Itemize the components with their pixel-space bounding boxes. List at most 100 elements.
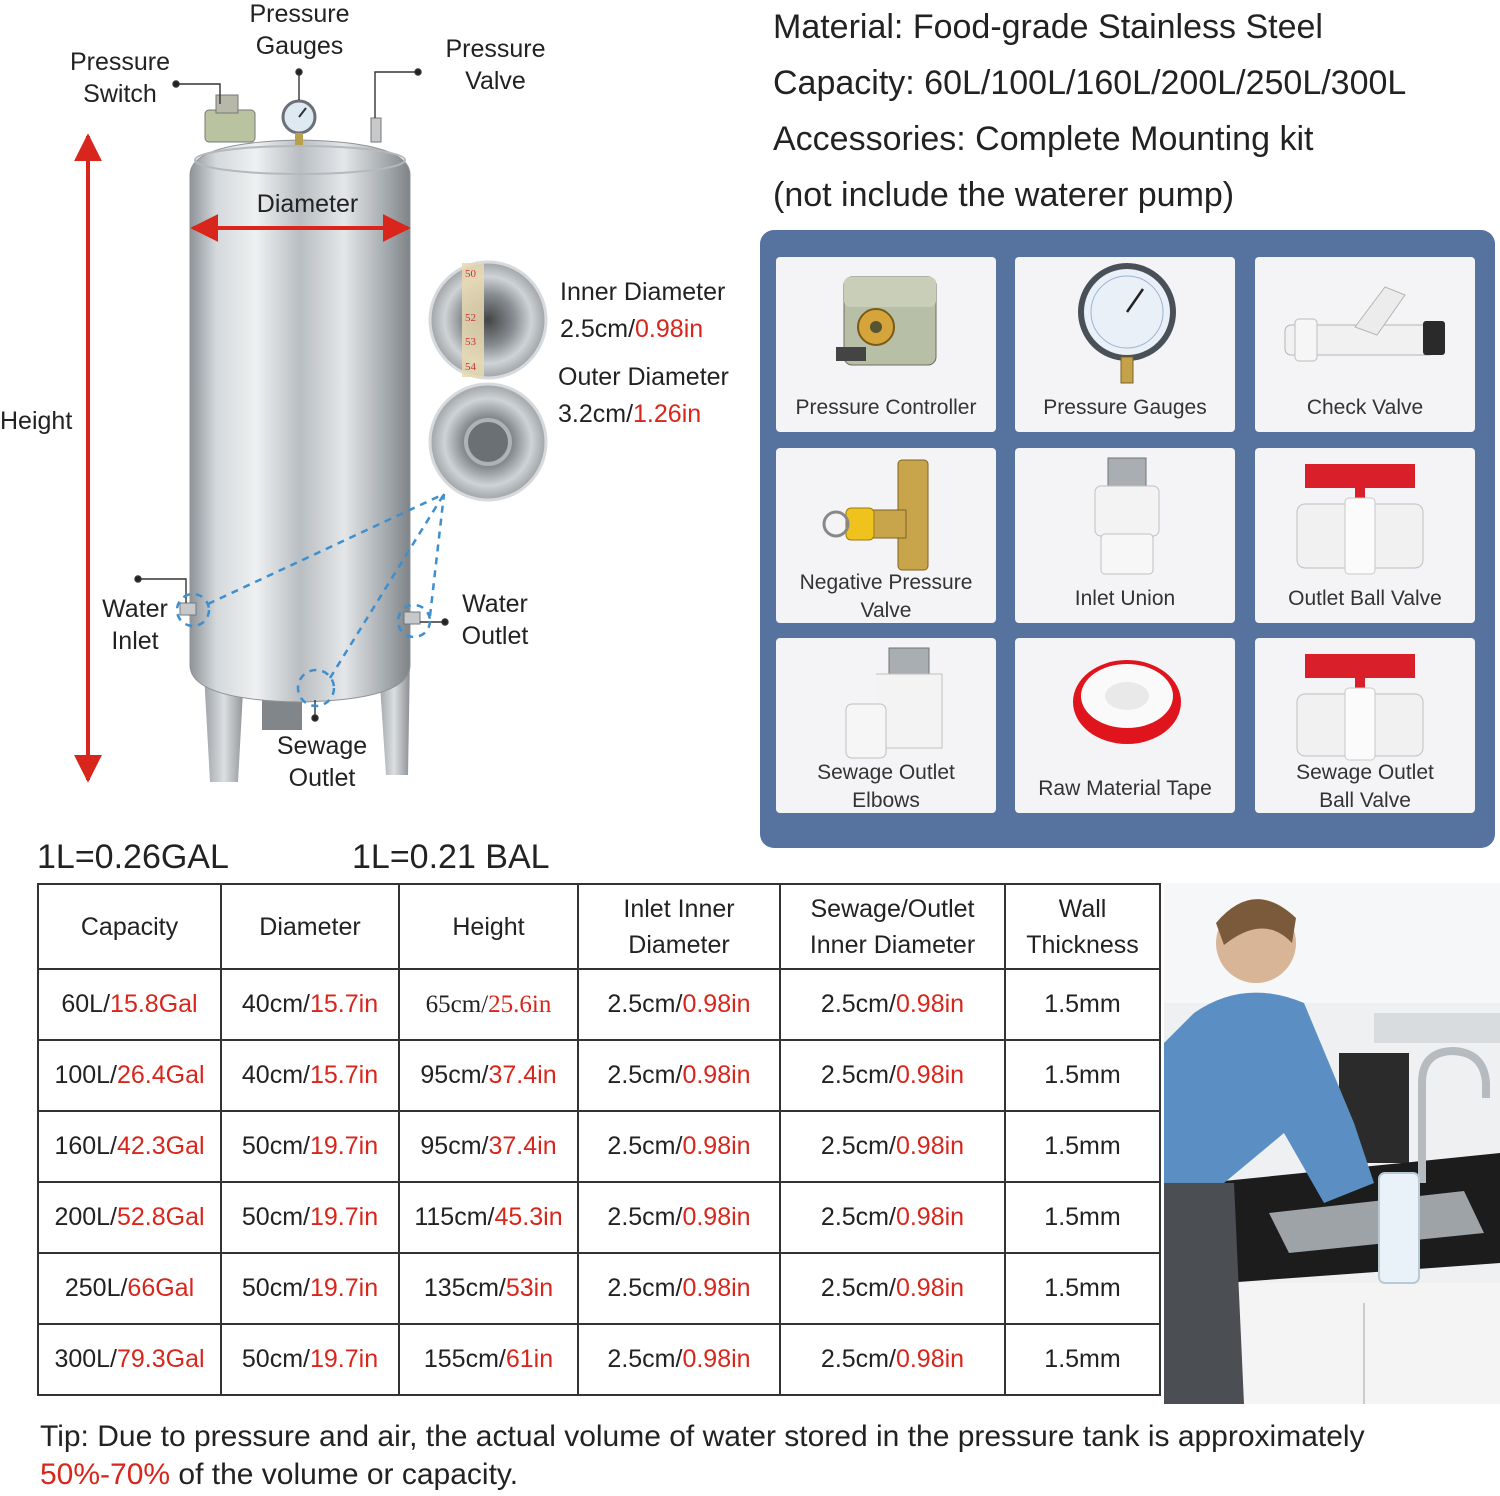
outer-diameter-in: 1.26in — [633, 400, 702, 428]
cell-value: 2.5cm/ — [607, 990, 683, 1018]
cell-height: 135cm/53in — [398, 1252, 579, 1325]
cell-value: 2.5cm/ — [820, 1274, 896, 1302]
accessory-card-check-valve: Check Valve — [1255, 257, 1475, 432]
tape-mark-50: 50 — [465, 268, 477, 280]
cell-converted-value: 52.8Gal — [117, 1203, 205, 1231]
cell-diameter: 50cm/19.7in — [220, 1110, 400, 1183]
cell-value: 1.5mm — [1044, 1274, 1121, 1302]
accessory-card-sewage-outlet-ball-valve: Sewage Outlet Ball Valve — [1255, 638, 1475, 813]
cell-converted-value: 0.98in — [895, 1203, 965, 1231]
cell-sewage-outlet-inner-diameter: 2.5cm/0.98in — [779, 1110, 1006, 1183]
cell-value: 1.5mm — [1044, 990, 1121, 1018]
inner-diameter-cm: 2.5cm/ — [560, 315, 636, 343]
cell-value: 95cm/ — [420, 1132, 489, 1160]
cell-converted-value: 0.98in — [682, 1345, 751, 1373]
cell-converted-value: 19.7in — [309, 1274, 379, 1302]
cell-height: 115cm/45.3in — [398, 1181, 579, 1254]
cell-capacity: 100L/26.4Gal — [37, 1039, 222, 1112]
cell-value: 135cm/ — [423, 1274, 506, 1302]
cell-value: 1.5mm — [1044, 1345, 1121, 1373]
tape-mark-54: 54 — [465, 361, 477, 373]
cell-height: 65cm/25.6in — [398, 968, 579, 1041]
water-outlet-label: Water Outlet — [461, 590, 529, 650]
cell-diameter: 40cm/15.7in — [220, 1039, 400, 1112]
cell-capacity: 60L/15.8Gal — [37, 968, 222, 1041]
tip-range: 50%-70% — [40, 1458, 171, 1491]
cell-converted-value: 45.3in — [494, 1203, 563, 1231]
cell-value: 60L/ — [61, 990, 111, 1018]
inner-diameter-info: Inner Diameter 2.5cm/0.98in — [560, 274, 725, 348]
cell-converted-value: 15.7in — [309, 990, 379, 1018]
tape-mark-53: 53 — [465, 336, 477, 348]
cell-sewage-outlet-inner-diameter: 2.5cm/0.98in — [779, 1039, 1006, 1112]
accessory-card-pressure-gauges: Pressure Gauges — [1015, 257, 1235, 432]
accessory-label: Pressure Controller — [795, 396, 977, 419]
cell-value: 155cm/ — [423, 1345, 506, 1373]
inner-diameter-in: 0.98in — [635, 315, 704, 343]
cell-converted-value: 0.98in — [895, 1345, 965, 1373]
cell-inlet-inner-diameter: 2.5cm/0.98in — [577, 1252, 781, 1325]
cell-capacity: 300L/79.3Gal — [37, 1323, 222, 1396]
cell-inlet-inner-diameter: 2.5cm/0.98in — [577, 1323, 781, 1396]
accessory-label: Outlet Ball Valve — [1288, 587, 1442, 610]
inlet-union-icon — [1094, 457, 1160, 575]
cell-converted-value: 42.3Gal — [117, 1132, 205, 1160]
cell-converted-value: 19.7in — [309, 1203, 379, 1231]
th-capacity: Capacity — [37, 883, 222, 970]
cell-wall-thickness: 1.5mm — [1004, 1252, 1161, 1325]
tip: Tip: Due to pressure and air, the actual… — [40, 1418, 1495, 1494]
tank-illustration: 50 52 53 54 — [74, 68, 548, 783]
pressure-switch-label: Pressure Switch — [69, 48, 171, 108]
cell-converted-value: 0.98in — [682, 1274, 751, 1302]
accessory-label: Pressure Gauges — [1043, 396, 1207, 419]
cell-value: 2.5cm/ — [820, 1203, 896, 1231]
cell-inlet-inner-diameter: 2.5cm/0.98in — [577, 1039, 781, 1112]
cell-wall-thickness: 1.5mm — [1004, 968, 1161, 1041]
cell-capacity: 160L/42.3Gal — [37, 1110, 222, 1183]
th-inlet-inner-diameter: Inlet Inner Diameter — [577, 883, 781, 970]
cell-converted-value: 0.98in — [895, 990, 965, 1018]
diameter-label: Diameter — [256, 190, 359, 218]
cell-wall-thickness: 1.5mm — [1004, 1039, 1161, 1112]
accessory-card-sewage-outlet-elbows: Sewage Outlet Elbows — [776, 638, 996, 813]
cell-wall-thickness: 1.5mm — [1004, 1110, 1161, 1183]
cell-value: 2.5cm/ — [607, 1132, 683, 1160]
cell-converted-value: 19.7in — [309, 1132, 379, 1160]
cell-value: 50cm/ — [241, 1274, 310, 1302]
cell-value: 2.5cm/ — [820, 1061, 896, 1089]
cell-value: 2.5cm/ — [820, 1345, 896, 1373]
cell-value: 65cm/ — [425, 990, 489, 1018]
cell-converted-value: 37.4in — [488, 1061, 557, 1089]
accessory-card-pressure-controller: Pressure Controller — [776, 257, 996, 432]
cell-value: 50cm/ — [241, 1203, 310, 1231]
cell-value: 160L/ — [54, 1132, 117, 1160]
accessory-label: Sewage Outlet Ball Valve — [1296, 761, 1434, 812]
cell-wall-thickness: 1.5mm — [1004, 1181, 1161, 1254]
cell-diameter: 50cm/19.7in — [220, 1252, 400, 1325]
accessory-label: Raw Material Tape — [1038, 777, 1212, 800]
th-wall-thickness: Wall Thickness — [1004, 883, 1161, 970]
negative-pressure-valve-icon — [822, 459, 929, 571]
outer-diameter-title: Outer Diameter — [558, 363, 729, 391]
accessory-card-raw-material-tape: Raw Material Tape — [1015, 638, 1235, 813]
spec-material: Material: Food-grade Stainless Steel — [773, 8, 1323, 46]
accessory-label: Negative Pressure Valve — [799, 571, 973, 622]
cell-value: 1.5mm — [1044, 1061, 1121, 1089]
cell-value: 1.5mm — [1044, 1132, 1121, 1160]
cell-diameter: 50cm/19.7in — [220, 1323, 400, 1396]
cell-value: 40cm/ — [241, 990, 310, 1018]
cell-sewage-outlet-inner-diameter: 2.5cm/0.98in — [779, 1252, 1006, 1325]
cell-value: 2.5cm/ — [607, 1274, 683, 1302]
cell-converted-value: 19.7in — [309, 1345, 379, 1373]
cell-value: 2.5cm/ — [820, 1132, 896, 1160]
cell-value: 2.5cm/ — [607, 1061, 683, 1089]
pressure-gauges-label: Pressure Gauges — [249, 0, 350, 60]
cell-converted-value: 37.4in — [488, 1132, 557, 1160]
spec-table: Capacity Diameter Height Inlet Inner Dia… — [37, 883, 1161, 1396]
accessories-panel: Pressure Controller Pressure Gauges Chec… — [760, 230, 1495, 848]
spec-capacity: Capacity: 60L/100L/160L/200L/250L/300L — [773, 64, 1407, 102]
cell-converted-value: 15.8Gal — [110, 990, 198, 1018]
cell-height: 95cm/37.4in — [398, 1039, 579, 1112]
